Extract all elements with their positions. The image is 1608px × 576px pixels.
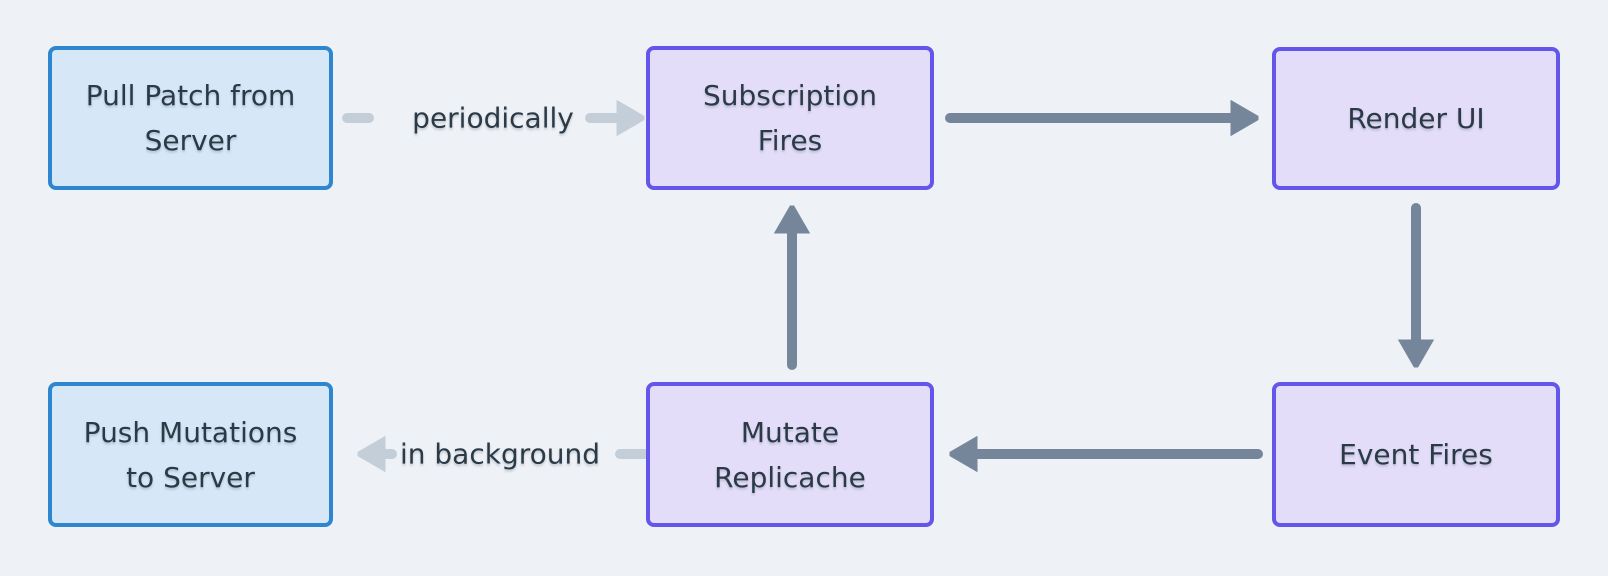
node-mutate-replicache: Mutate Replicache bbox=[646, 382, 934, 527]
node-pull-patch-from-server: Pull Patch from Server bbox=[48, 46, 333, 190]
node-event-fires: Event Fires bbox=[1272, 382, 1560, 527]
node-subscription-fires: Subscription Fires bbox=[646, 46, 934, 190]
edge-label-in-background: in background bbox=[399, 437, 601, 471]
node-push-mutations-to-server: Push Mutations to Server bbox=[48, 382, 333, 527]
node-render-ui: Render UI bbox=[1272, 47, 1560, 190]
edge-label-periodically: periodically bbox=[412, 101, 574, 135]
